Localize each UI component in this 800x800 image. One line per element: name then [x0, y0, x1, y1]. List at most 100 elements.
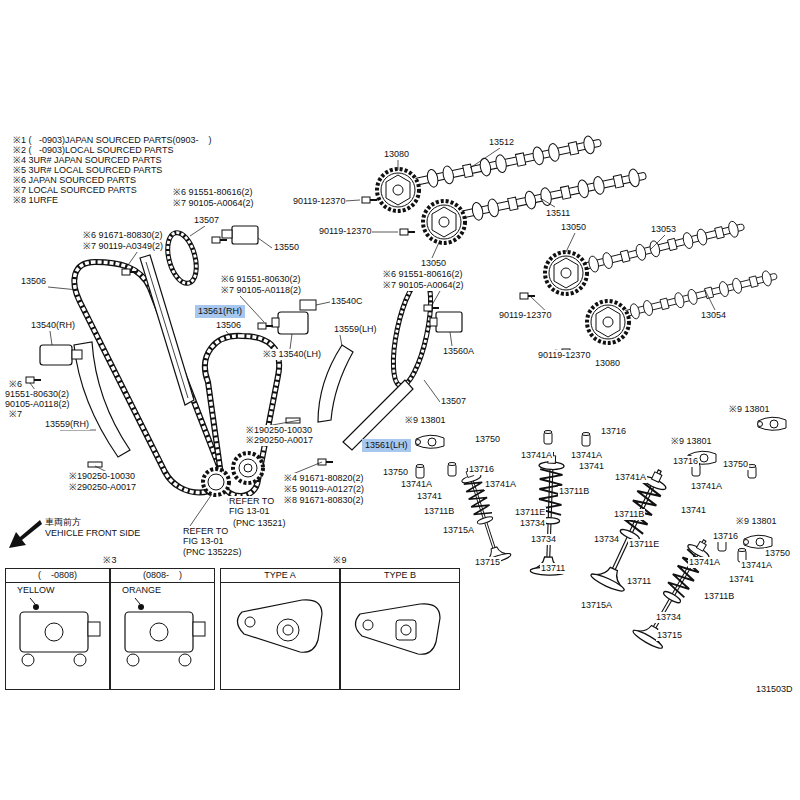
callout-label: 13741A	[614, 472, 647, 483]
callout-label: ※9 13801	[404, 415, 447, 426]
highlight-box: 13561(LH)	[362, 439, 411, 452]
callout-label: 13750	[764, 548, 791, 559]
callout-label: 13507	[440, 396, 467, 407]
box-heading: 13561(LH)	[365, 440, 408, 451]
callout-label: ※290250-A0017	[245, 435, 314, 446]
callout-label: 13711B	[423, 506, 455, 517]
callout-label: 13715	[656, 630, 683, 641]
callout-label: 90119-12370	[498, 310, 552, 321]
inset-group: ※9TYPE ATYPE B	[220, 555, 460, 690]
callout-label: 13750	[382, 467, 409, 478]
callout-label: 13734	[519, 518, 546, 529]
box-heading: 13561(RH)	[198, 306, 242, 317]
callout-label: 13506	[215, 320, 242, 331]
callout-label: 13716	[600, 426, 627, 437]
callout-label: 90119-12370	[292, 196, 346, 207]
callout-label: 13711	[540, 563, 566, 574]
callout-label: ※190250-10030	[68, 471, 136, 482]
callout-label: 13741	[578, 461, 605, 472]
highlight-box: 13561(RH)	[195, 305, 245, 318]
callout-label: 13559(RH)	[44, 419, 90, 430]
callout-label: ※7	[8, 409, 23, 420]
inset-panel: ( -0808)YELLOW	[5, 568, 110, 690]
direction-arrow	[9, 520, 42, 548]
callout-label: ※4 91671-80820(2)	[283, 473, 365, 484]
callout-label: 90119-12370	[537, 350, 591, 361]
callout-label: ※6 91551-80616(2)	[382, 269, 464, 280]
timing-chain	[74, 262, 222, 493]
callout-label: ※3 13540(LH)	[262, 349, 322, 360]
callout-label: FIG 13-01	[182, 536, 225, 547]
callout-label: FIG 13-01	[228, 506, 271, 517]
callout-label: 13716	[468, 464, 495, 475]
secondary-chain	[163, 230, 438, 389]
callout-label: 13715	[474, 557, 501, 568]
callout-label: 131503D	[755, 684, 794, 695]
callout-label: 車両前方	[44, 517, 82, 528]
callout-label: VEHICLE FRONT SIDE	[44, 528, 141, 539]
lash-adjuster	[416, 431, 756, 563]
crank-sprocket	[203, 453, 263, 495]
chain-tensioner	[40, 226, 462, 365]
callout-label: ※6 91551-80630(2)	[220, 274, 302, 285]
callout-label: 13711B	[703, 591, 735, 602]
callout-label: 13734	[593, 534, 620, 545]
callout-label: 13734	[530, 534, 557, 545]
callout-label: 13741	[680, 505, 707, 516]
callout-label: 13741A	[484, 479, 517, 490]
callout-label: 13750	[474, 434, 501, 445]
leader-line	[30, 148, 715, 526]
chain-guide	[318, 345, 353, 422]
rocker-arm	[416, 417, 787, 548]
callout-label: 13716	[712, 531, 739, 542]
callout-label: 13507	[193, 215, 220, 226]
inset-group: ※3( -0808)YELLOW(0808- )ORANGE	[5, 555, 215, 690]
callout-label: ※8 91671-80830(2)	[283, 495, 365, 506]
callout-label: 13741A	[400, 479, 433, 490]
box-heading: TYPE A	[221, 569, 339, 583]
chain-guide	[146, 262, 188, 398]
callout-label: 13711E	[514, 507, 546, 518]
callout-label: 13715A	[580, 600, 613, 611]
callout-label: 13711B	[558, 486, 590, 497]
callout-label: 13741	[728, 574, 755, 585]
callout-label: 13050	[560, 222, 587, 233]
callout-label: ※9 13801	[735, 516, 778, 527]
callout-label: ※290250-A0017	[68, 482, 137, 493]
callout-label: ※8 1URFE	[12, 195, 59, 206]
callout-label: 13711	[626, 576, 652, 587]
box-heading: TYPE B	[341, 569, 459, 583]
bolt	[26, 197, 577, 467]
camshaft	[413, 134, 778, 323]
box-text: ORANGE	[121, 585, 162, 597]
callout-label: ※9 13801	[670, 436, 713, 447]
callout-label: 13741A	[688, 557, 721, 568]
callout-label: ※7 90105-A0064(2)	[382, 280, 465, 291]
inset-panel: TYPE A	[220, 568, 340, 690]
callout-label: 13741A	[690, 481, 723, 492]
callout-label: 13734	[655, 612, 682, 623]
callout-label: 13715A	[442, 525, 475, 536]
callout-label: 13050	[420, 258, 447, 269]
callout-label: 13711B	[613, 509, 645, 520]
callout-label: 13750	[722, 459, 749, 470]
callout-label: ※9 13801	[728, 404, 771, 415]
callout-label: 13741A	[570, 450, 603, 461]
callout-label: 13560A	[442, 346, 475, 357]
callout-label: 13540(RH)	[30, 320, 76, 331]
callout-label: 13550	[273, 242, 300, 253]
callout-label: (PNC 13521)	[232, 518, 287, 529]
callout-label: 13080	[383, 149, 410, 160]
callout-label: 90119-12370	[318, 226, 372, 237]
callout-label: 13741A	[740, 560, 773, 571]
callout-label: (PNC 13522S)	[182, 547, 243, 558]
rocker-inset	[237, 600, 440, 654]
tensioner-inset	[20, 598, 205, 666]
box-heading: ( -0808)	[6, 569, 109, 583]
callout-label: 13512	[488, 137, 515, 148]
box-heading: ※3	[5, 555, 215, 567]
callout-label: ※6 91551-80616(2)	[172, 187, 254, 198]
box-heading: ※9	[220, 555, 460, 567]
